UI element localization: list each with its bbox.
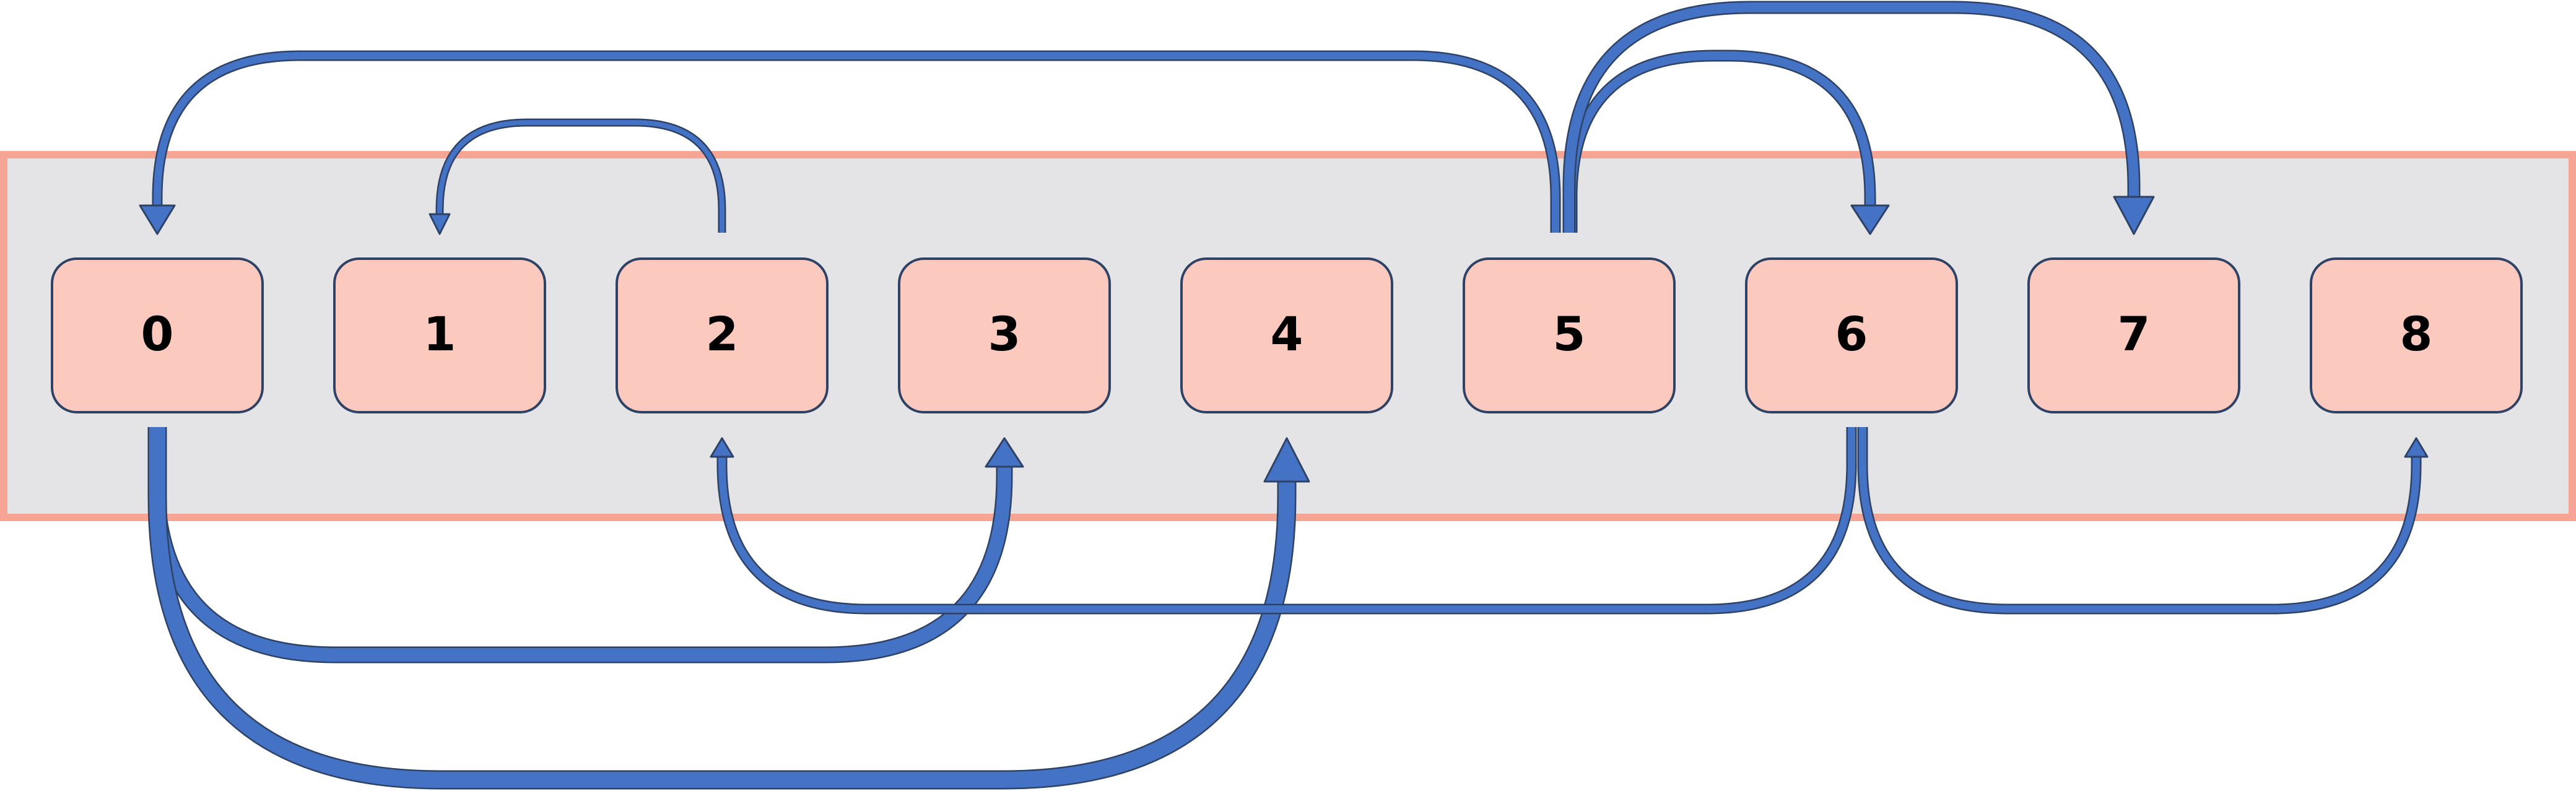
- arrow-shaft: [437, 120, 724, 233]
- cell-box: [898, 257, 1111, 413]
- arrow-6-to-2: [710, 427, 1857, 615]
- array-cells: 0 1 2 3 4 5 6 7: [51, 257, 2523, 413]
- cell-box: [2027, 257, 2240, 413]
- arrow-shaft: [149, 427, 1295, 788]
- cell-label: 0: [141, 306, 174, 361]
- cell-label: 2: [706, 306, 739, 361]
- arrowhead: [2113, 196, 2155, 235]
- arrow-5-to-0: [139, 50, 1561, 235]
- arrowhead: [985, 437, 1024, 468]
- cell-label: 7: [2118, 306, 2151, 361]
- arrow-5-to-6: [1565, 50, 1890, 235]
- cell-box: [333, 257, 546, 413]
- cell-label: 8: [2400, 306, 2433, 361]
- array-cell-1: 1: [333, 257, 546, 413]
- cell-box: [1745, 257, 1958, 413]
- cell-box: [51, 257, 264, 413]
- arrowhead: [1263, 437, 1310, 483]
- array-cell-4: 4: [1180, 257, 1393, 413]
- cell-label: 4: [1271, 306, 1303, 361]
- arrows: [139, 1, 2429, 790]
- arrow-shaft: [1859, 427, 2420, 613]
- arrow-5-to-7: [1562, 1, 2155, 235]
- array-cell-3: 3: [898, 257, 1111, 413]
- array-cell-6: 6: [1745, 257, 1958, 413]
- arrow-shaft: [1567, 51, 1874, 233]
- arrow-6-to-8: [1857, 427, 2429, 615]
- array-cell-0: 0: [51, 257, 264, 413]
- array-cell-8: 8: [2310, 257, 2523, 413]
- cell-box: [2310, 257, 2523, 413]
- cell-label: 1: [424, 306, 456, 361]
- array-cell-5: 5: [1463, 257, 1676, 413]
- cell-label: 6: [1835, 306, 1868, 361]
- array-cell-2: 2: [616, 257, 829, 413]
- arrowhead: [710, 437, 734, 458]
- arrow-2-to-1: [429, 118, 726, 235]
- arrow-shaft: [154, 52, 1559, 233]
- cell-box: [1180, 257, 1393, 413]
- arrow-shaft: [1564, 2, 2139, 233]
- arrowhead: [1850, 204, 1890, 235]
- arrowhead: [139, 204, 176, 235]
- array-cell-7: 7: [2027, 257, 2240, 413]
- arrowhead: [2404, 437, 2429, 458]
- arrow-shaft: [718, 427, 1855, 613]
- cell-label: 3: [988, 306, 1021, 361]
- cell-label: 5: [1553, 306, 1586, 361]
- arrow-0-to-4: [147, 427, 1310, 790]
- cell-box: [616, 257, 829, 413]
- arrowhead: [429, 213, 451, 235]
- cell-box: [1463, 257, 1676, 413]
